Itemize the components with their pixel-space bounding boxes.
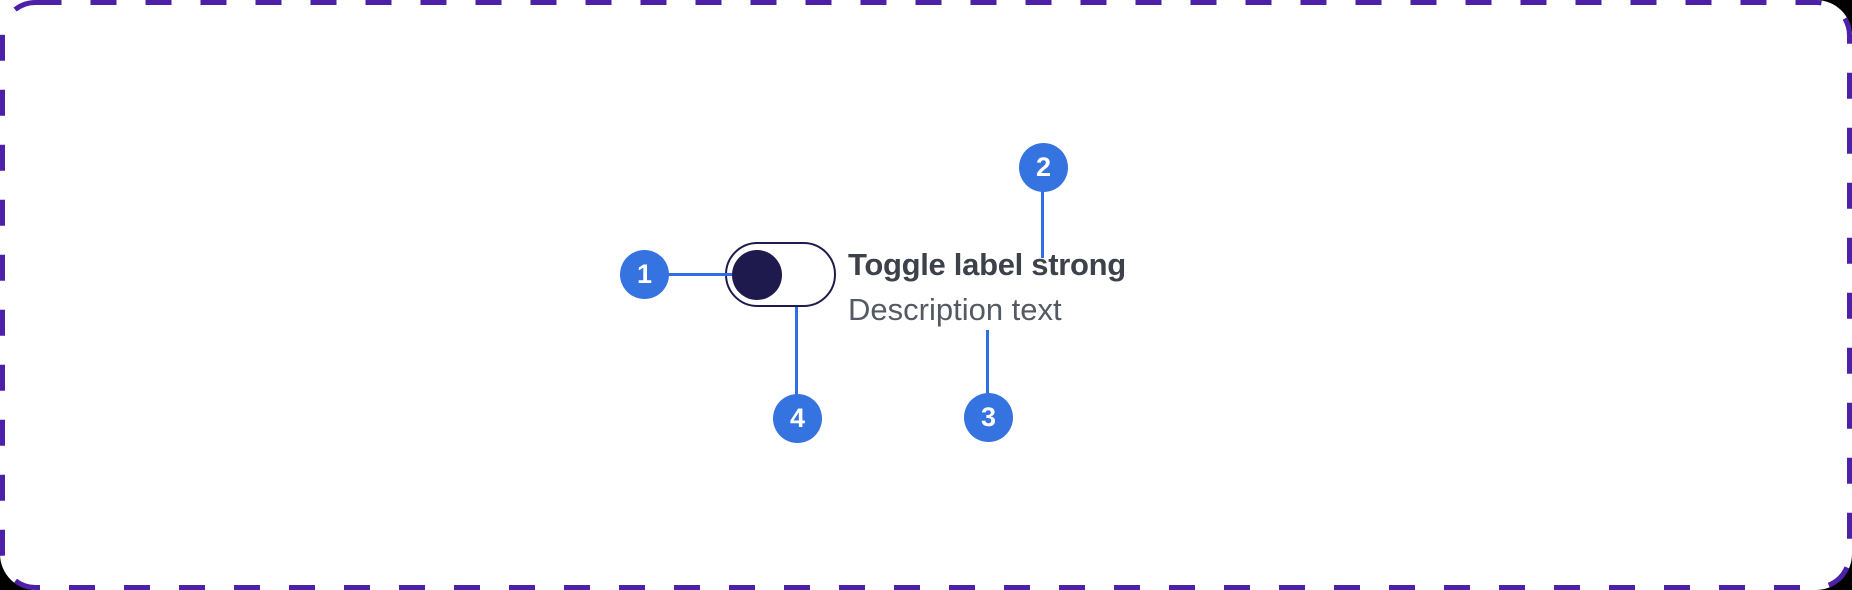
annotation-badge-1: 1 (620, 250, 669, 299)
toggle-track[interactable] (725, 242, 836, 307)
annotation-badge-3: 3 (964, 393, 1013, 442)
toggle-description: Description text (848, 292, 1062, 327)
toggle-text-block: Toggle label strong Description text (848, 248, 1126, 326)
annotation-badge-2: 2 (1019, 143, 1068, 192)
toggle-knob[interactable] (732, 249, 782, 300)
annotation-badge-4: 4 (773, 394, 822, 443)
toggle-label: Toggle label strong (848, 247, 1126, 282)
